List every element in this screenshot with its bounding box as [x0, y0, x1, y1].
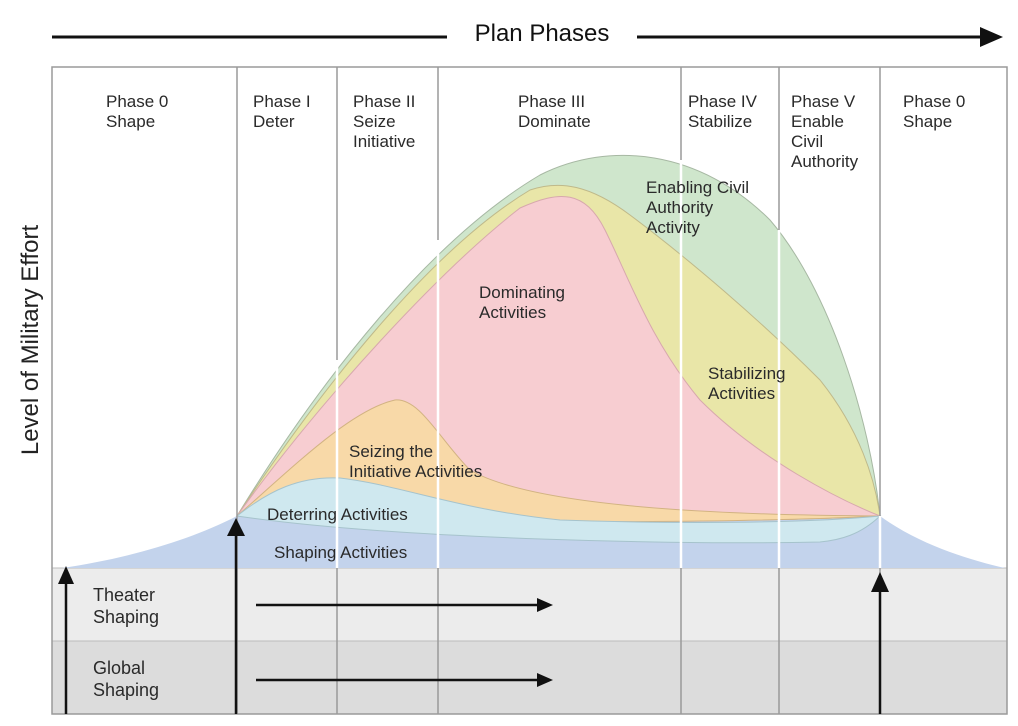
shaping-label: Shaping Activities: [274, 543, 407, 562]
global-shaping-band: [52, 641, 1007, 714]
stabilizing-label: Stabilizing Activities: [708, 364, 790, 403]
diagram-frame: [51, 66, 1008, 715]
activity-labels: Enabling Civil Authority Activity Stabil…: [267, 178, 790, 562]
deterring-area: [235, 477, 882, 544]
phase-4-label: Phase IV Stabilize: [688, 92, 762, 131]
y-axis-label: Level of Military Effort: [17, 225, 44, 456]
plan-phases-arrowhead: [980, 27, 1003, 47]
phase-divider-highlights: [335, 160, 882, 568]
theater-shaping-arrowhead: [537, 598, 553, 612]
up-arrowhead-return: [871, 572, 889, 592]
up-arrowhead-deter: [227, 518, 245, 536]
phase-0-start-label: Phase 0 Shape: [106, 92, 173, 131]
dominating-label: Dominating Activities: [479, 283, 570, 322]
phase-2-label: Phase II Seize Initiative: [353, 92, 420, 151]
seizing-initiative-label: Seizing the Initiative Activities: [349, 442, 482, 481]
phase-headers: Phase 0 Shape Phase I Deter Phase II Sei…: [106, 92, 970, 171]
phase-5-label: Phase V Enable Civil Authority: [791, 92, 860, 171]
global-shaping-arrowhead: [537, 673, 553, 687]
deterring-label: Deterring Activities: [267, 505, 408, 524]
phase-3-label: Phase III Dominate: [518, 92, 591, 131]
up-arrowhead-start: [58, 566, 74, 584]
theater-shaping-label: Theater Shaping: [93, 585, 160, 627]
global-shaping-label: Global Shaping: [93, 658, 159, 700]
enabling-civil-authority-label: Enabling Civil Authority Activity: [646, 178, 754, 237]
plan-phases-title: Plan Phases: [475, 20, 610, 47]
phase-1-label: Phase I Deter: [253, 92, 315, 131]
phase-0-end-label: Phase 0 Shape: [903, 92, 970, 131]
